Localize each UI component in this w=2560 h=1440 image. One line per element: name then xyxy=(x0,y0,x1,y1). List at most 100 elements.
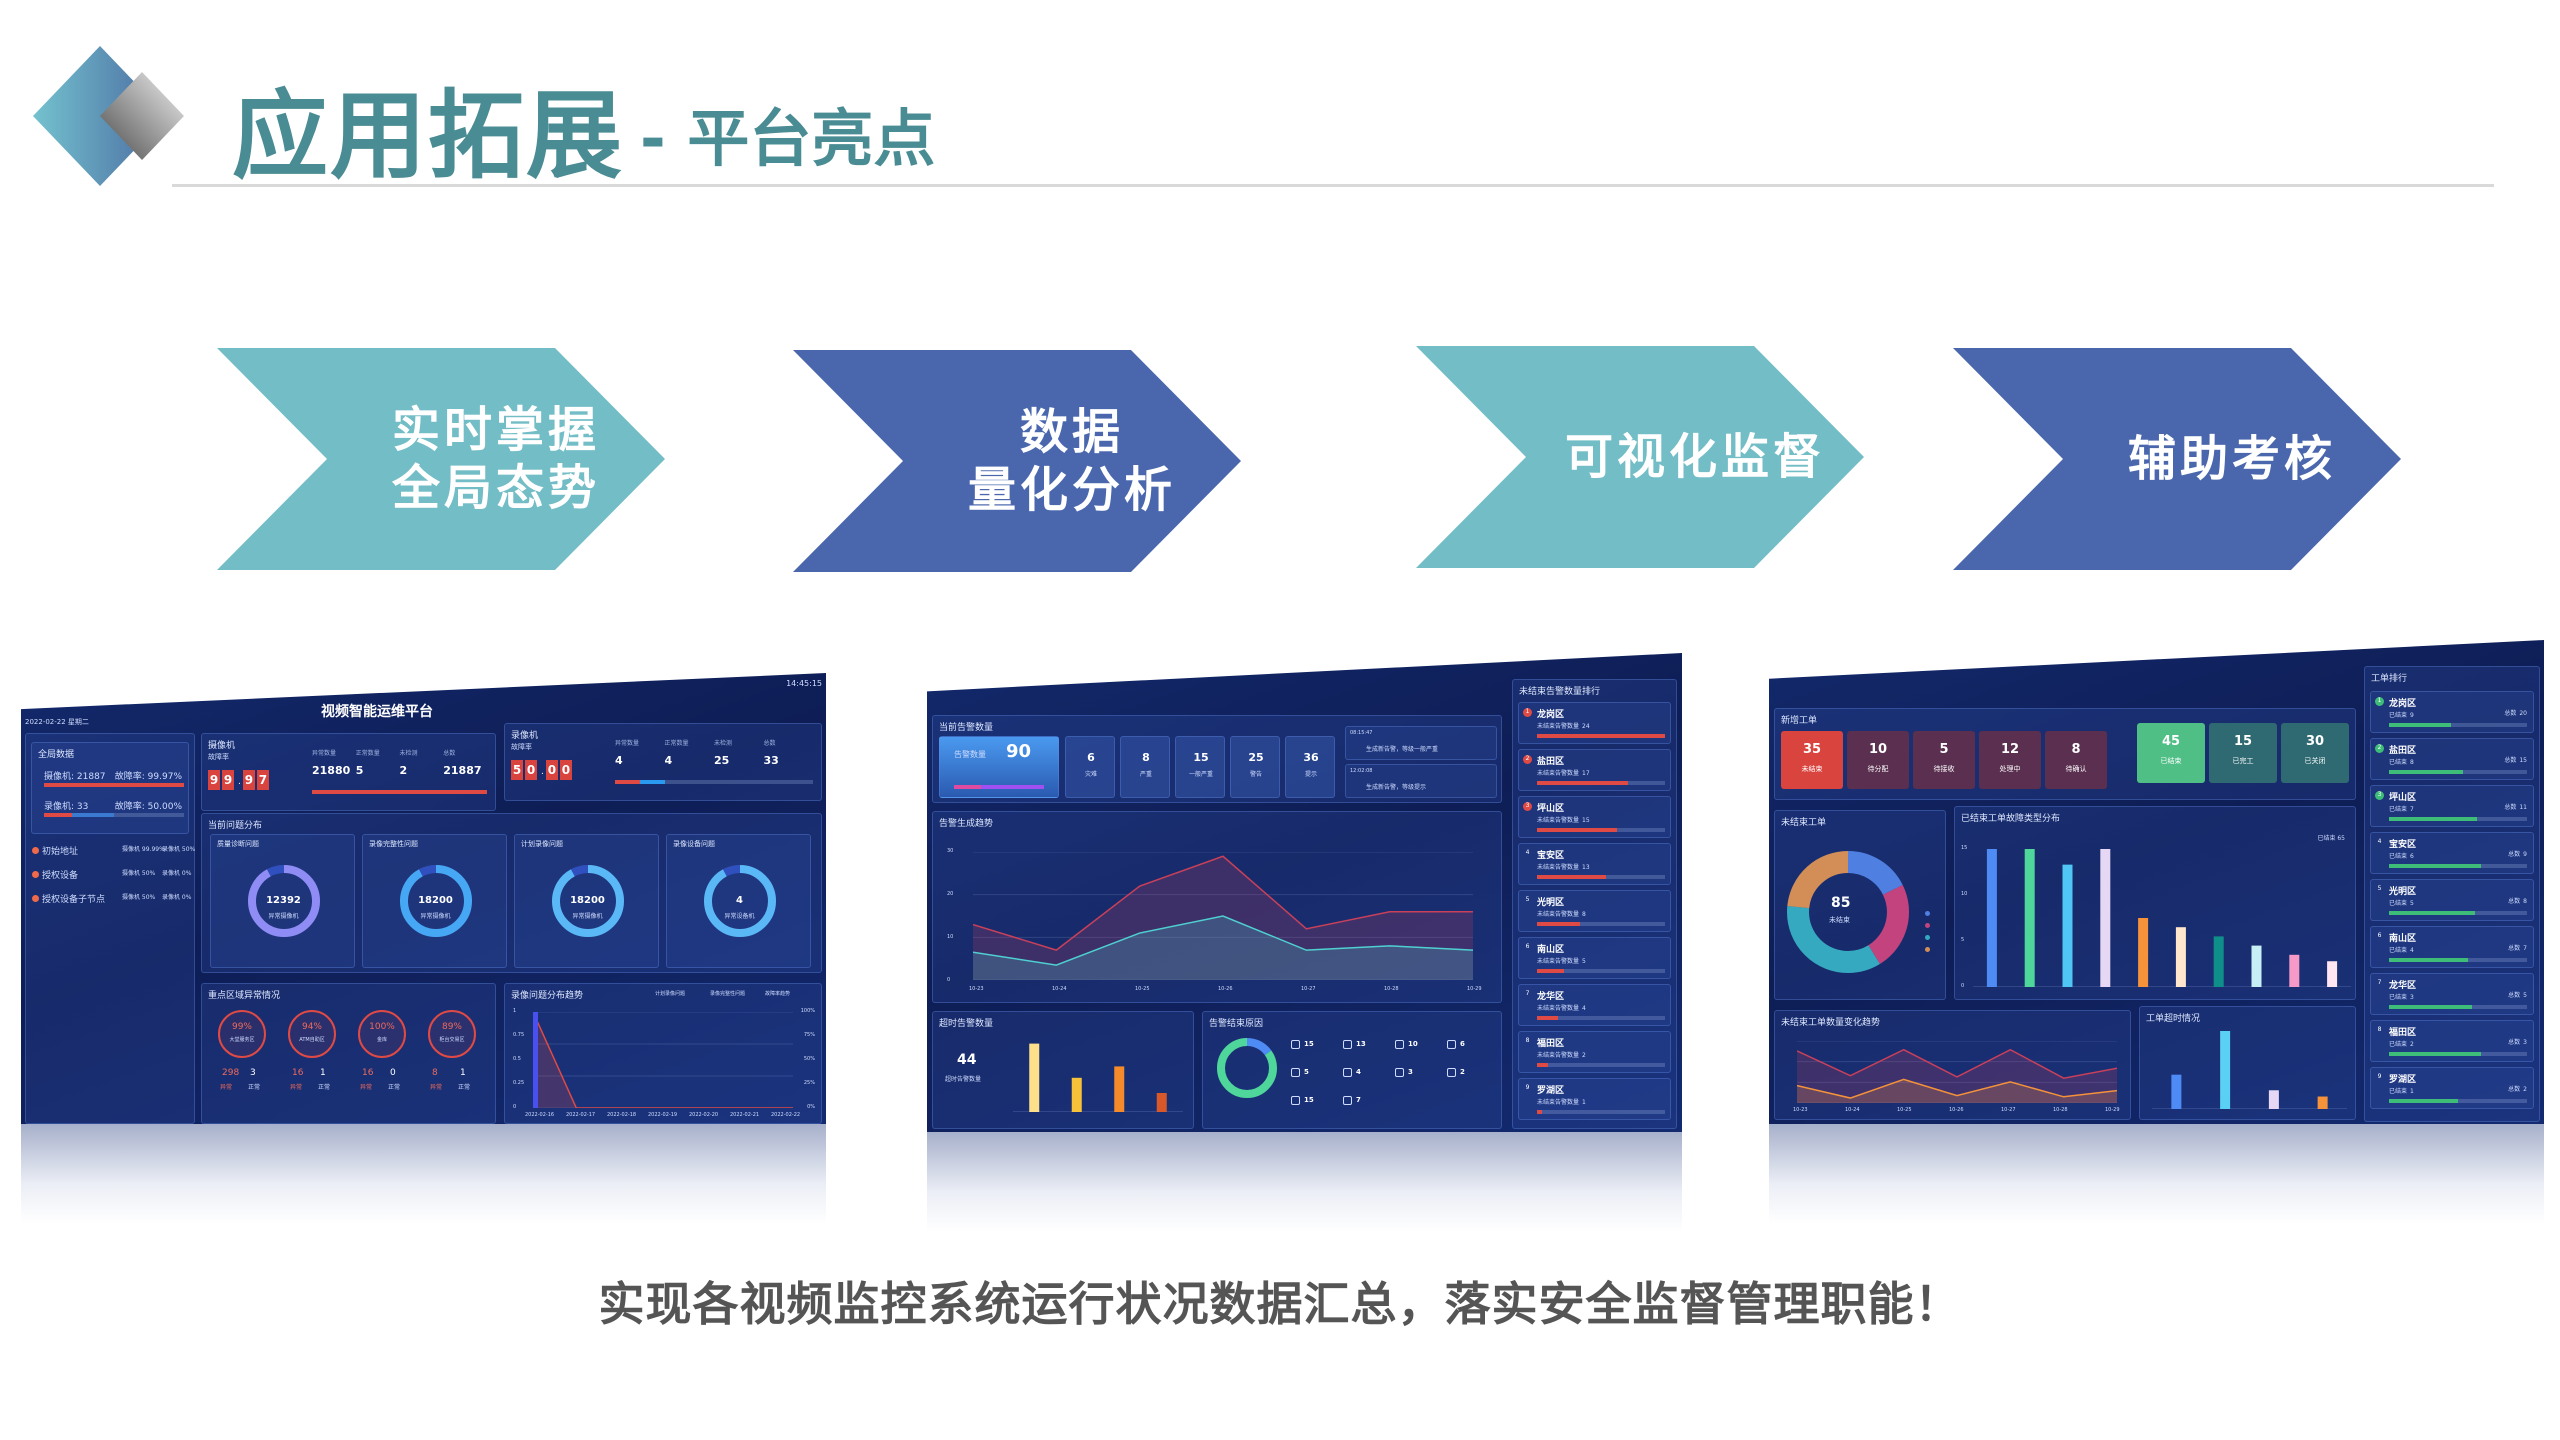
level-value: 6 xyxy=(1087,751,1095,764)
bar xyxy=(2289,954,2300,987)
bar-fill xyxy=(44,783,184,787)
camera-rate-bar xyxy=(44,783,184,787)
chevron-step: 可视化监督 xyxy=(1416,346,1864,568)
rank-value: 13 xyxy=(1582,864,1590,871)
rank-metric-label: 未结束告警数量 xyxy=(1537,1052,1580,1059)
x-tick: 10-25 xyxy=(1135,986,1150,992)
panel-title: 录像机 xyxy=(511,731,539,741)
y-tick: 0.25 xyxy=(513,1080,525,1086)
y-tick: 10 xyxy=(947,934,954,940)
timeout-value: 44 xyxy=(957,1052,977,1068)
panel-title: 当前问题分布 xyxy=(208,821,263,831)
bar xyxy=(1114,1066,1125,1112)
rank-bar xyxy=(1537,969,1665,973)
fault-type-bar-chart xyxy=(1973,849,2351,987)
problem-sub: 异常摄像机 xyxy=(572,913,603,920)
stat-value: 25 xyxy=(714,754,730,767)
bar-fill xyxy=(2389,864,2481,868)
rank-name: 福田区 xyxy=(1537,1039,1565,1049)
unfinished-donut xyxy=(1787,851,1909,973)
rank-bar xyxy=(1537,1063,1665,1067)
x-tick: 10-25 xyxy=(1897,1107,1912,1113)
donut-segment xyxy=(1787,851,1909,973)
y-tick: 20 xyxy=(947,891,954,897)
bar xyxy=(2251,945,2262,987)
bar-fill xyxy=(44,813,114,817)
reason-value: 10 xyxy=(1408,1040,1418,1048)
panel-title: 告警结束原因 xyxy=(1209,1019,1264,1029)
rank-metric-label: 未结束告警数量 xyxy=(1537,1005,1580,1012)
reason-donut xyxy=(1217,1038,1277,1098)
rank-total-value: 20 xyxy=(2519,710,2527,717)
rank-badge: 5 xyxy=(1525,896,1530,903)
x-tick: 10-27 xyxy=(1301,986,1316,992)
order-label: 处理中 xyxy=(1999,765,2021,773)
normal-label: 正常 xyxy=(388,1084,401,1091)
digit-box: 5 xyxy=(511,760,523,780)
legend-item: 故障率趋势 xyxy=(765,991,791,997)
x-tick: 2022-02-21 xyxy=(730,1112,760,1118)
dashboard-time: 14:45:15 xyxy=(786,679,822,688)
order-label: 已关闭 xyxy=(2304,757,2326,765)
region-ring xyxy=(288,1010,336,1058)
rank-badge: 4 xyxy=(2377,838,2382,845)
rank-value: 15 xyxy=(1582,817,1590,824)
problem-value: 18200 xyxy=(570,895,605,906)
region-abnormal: 16 xyxy=(292,1068,304,1078)
problem-donut xyxy=(248,865,320,937)
status-bar xyxy=(312,790,487,794)
y-tick: 0 xyxy=(947,977,951,983)
panel-title: 告警生成趋势 xyxy=(939,819,994,829)
bar-fill xyxy=(1537,781,1628,785)
rank-done-label: 已结束 xyxy=(2389,759,2408,766)
list-item-a: 摄像机 50% xyxy=(122,894,156,901)
x-tick: 10-28 xyxy=(1384,986,1399,992)
rank-done-value: 7 xyxy=(2410,806,2414,813)
list-item-label: 初始地址 xyxy=(42,847,79,857)
reason-value: 5 xyxy=(1304,1068,1309,1076)
order-value: 35 xyxy=(1802,742,1822,757)
rank-bar xyxy=(2389,723,2527,727)
chevron-arrow-icon xyxy=(1416,346,1864,568)
reason-icon xyxy=(1447,1068,1456,1077)
rank-done-label: 已结束 xyxy=(2389,900,2408,907)
bar-fill xyxy=(1537,734,1665,738)
level-label: 严重 xyxy=(1139,771,1152,778)
recorder-count: 录像机: 33 xyxy=(44,802,89,812)
reason-icon xyxy=(1343,1068,1352,1077)
reason-icon xyxy=(1343,1040,1352,1049)
x-tick: 10-24 xyxy=(1052,986,1067,992)
reason-value: 4 xyxy=(1356,1068,1361,1076)
order-value: 8 xyxy=(2071,742,2081,757)
rank-bar xyxy=(1537,1110,1665,1114)
rank-metric-label: 未结束告警数量 xyxy=(1537,817,1580,824)
page-subtitle: - 平台亮点 xyxy=(640,102,936,175)
list-item: 初始地址摄像机 99.99%录像机 50% xyxy=(32,844,195,862)
rank-done-label: 已结束 xyxy=(2389,947,2408,954)
legend-dot-icon xyxy=(1925,935,1930,940)
rank-badge: 3 xyxy=(1523,802,1532,811)
rank-bar xyxy=(2389,1052,2527,1056)
order-label: 未结束 xyxy=(1801,765,1823,773)
stat-label: 异常数量 xyxy=(312,750,337,757)
level-label: 提示 xyxy=(1304,771,1317,778)
stat-value: 4 xyxy=(615,754,623,767)
region-normal: 3 xyxy=(250,1068,256,1078)
bar-fill xyxy=(2389,958,2468,962)
panel-title: 未结束告警数量排行 xyxy=(1519,687,1601,697)
rank-bar xyxy=(2389,770,2527,774)
